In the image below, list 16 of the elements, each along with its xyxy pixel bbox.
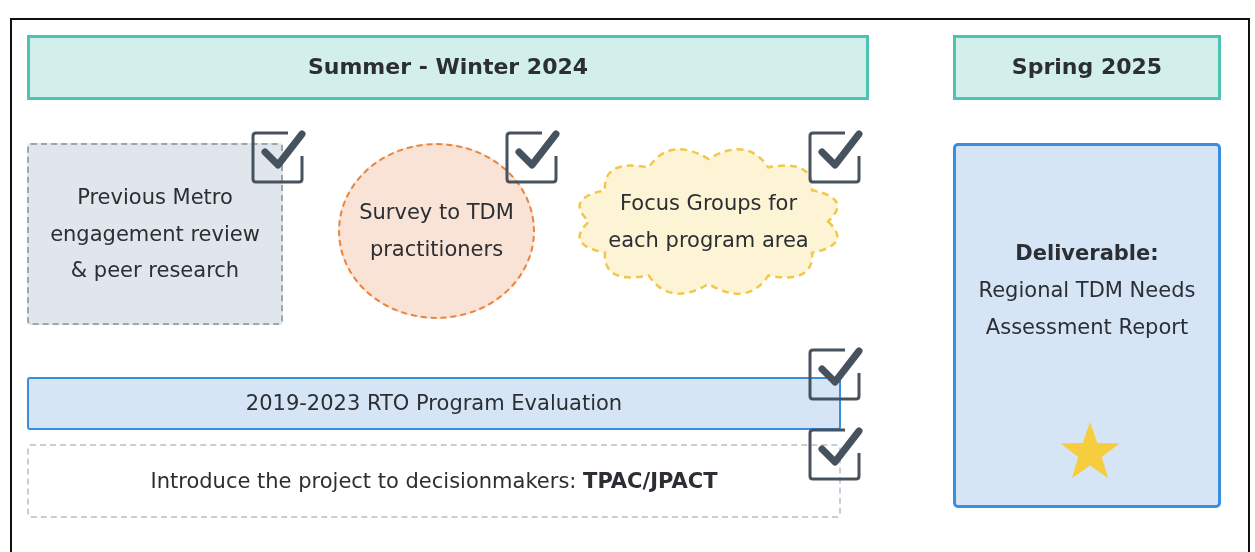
deliverable-heading: Deliverable: xyxy=(1015,240,1159,268)
task-label: Focus Groups for each program area xyxy=(607,189,810,254)
task-label: Introduce the project to decisionmakers: TPAC/JPACT xyxy=(150,467,718,495)
task-bar xyxy=(27,377,841,430)
task-box xyxy=(27,143,283,325)
task-label: Regional TDM Needs Assessment Report xyxy=(977,277,1197,341)
phase-header xyxy=(953,35,1221,100)
phase-title: Spring 2025 xyxy=(1011,53,1163,82)
task-bar xyxy=(27,444,841,518)
task-label: Previous Metro engagement review & peer research xyxy=(49,183,261,285)
task-label: Survey to TDM practitioners xyxy=(358,199,515,263)
task-cloud xyxy=(575,145,842,298)
phase-title: Summer - Winter 2024 xyxy=(307,53,589,82)
phase-header xyxy=(27,35,869,100)
deliverable-box xyxy=(953,143,1221,508)
task-label: 2019-2023 RTO Program Evaluation xyxy=(245,390,623,418)
